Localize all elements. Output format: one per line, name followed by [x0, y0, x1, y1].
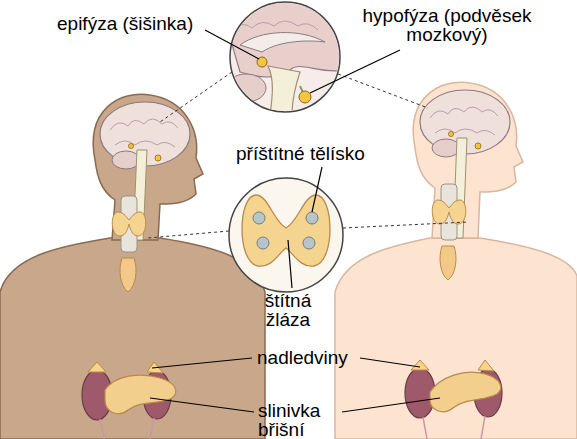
left-figure [0, 94, 265, 439]
parathyroid [306, 212, 318, 224]
organ-label: hypofýza (podvěsek mozkový) [347, 6, 547, 44]
thymus [120, 258, 136, 292]
inset-circle [229, 178, 343, 292]
leader-line [360, 358, 420, 367]
inset-content [225, 2, 345, 115]
brain-gyri [232, 21, 318, 30]
inset-content [242, 195, 330, 266]
leader-line [288, 240, 292, 288]
zoom-line [343, 222, 468, 228]
leader-lines [150, 30, 440, 412]
parathyroid [303, 237, 315, 249]
head-group [413, 82, 523, 280]
thyroid [432, 200, 466, 224]
cerebellum [226, 74, 266, 102]
pineal-gland [449, 132, 454, 137]
organ-label: nadledviny [257, 348, 348, 367]
leader-line [152, 358, 252, 368]
corpus-callosum [240, 33, 325, 52]
organ-label: příštítné tělísko [236, 144, 365, 163]
head [93, 94, 203, 240]
ureter [423, 416, 485, 439]
brain-gyri [110, 119, 178, 147]
thyroid-inset [229, 178, 343, 292]
pancreas [430, 372, 501, 412]
zoom-line [148, 231, 229, 238]
torso [0, 238, 265, 439]
torso [335, 238, 577, 439]
brain-inset [225, 2, 345, 115]
organ-label: slinivka břišní [258, 401, 342, 439]
thymus [440, 246, 456, 280]
zoom-line [160, 72, 232, 122]
head [413, 82, 523, 238]
brain-gyri [430, 107, 498, 135]
adrenal-gland [88, 362, 106, 372]
pituitary-gland [299, 91, 311, 103]
cerebellum [432, 139, 460, 157]
leader-line [205, 30, 259, 59]
zoom-line [338, 74, 428, 108]
zoom-lines [148, 72, 468, 238]
pineal-gland [129, 144, 134, 149]
thyroid [112, 212, 146, 236]
cerebrum [225, 2, 345, 77]
organ-label: epifýza (šišinka) [57, 14, 193, 33]
leader-line [312, 167, 322, 212]
pancreas [105, 375, 176, 414]
leader-line [310, 50, 400, 93]
parathyroid [253, 212, 265, 224]
adrenal-gland [478, 360, 494, 371]
organ-label: štítná žláza [252, 291, 324, 329]
pituitary-gland [475, 143, 481, 149]
right-figure [335, 82, 577, 439]
brainstem [268, 66, 300, 115]
parathyroid [257, 237, 269, 249]
pituitary-gland [155, 155, 161, 161]
ureter [100, 418, 154, 439]
thyroid [242, 195, 330, 266]
adrenal-gland [411, 360, 429, 370]
leader-line [342, 398, 440, 412]
leader-line [150, 398, 254, 412]
